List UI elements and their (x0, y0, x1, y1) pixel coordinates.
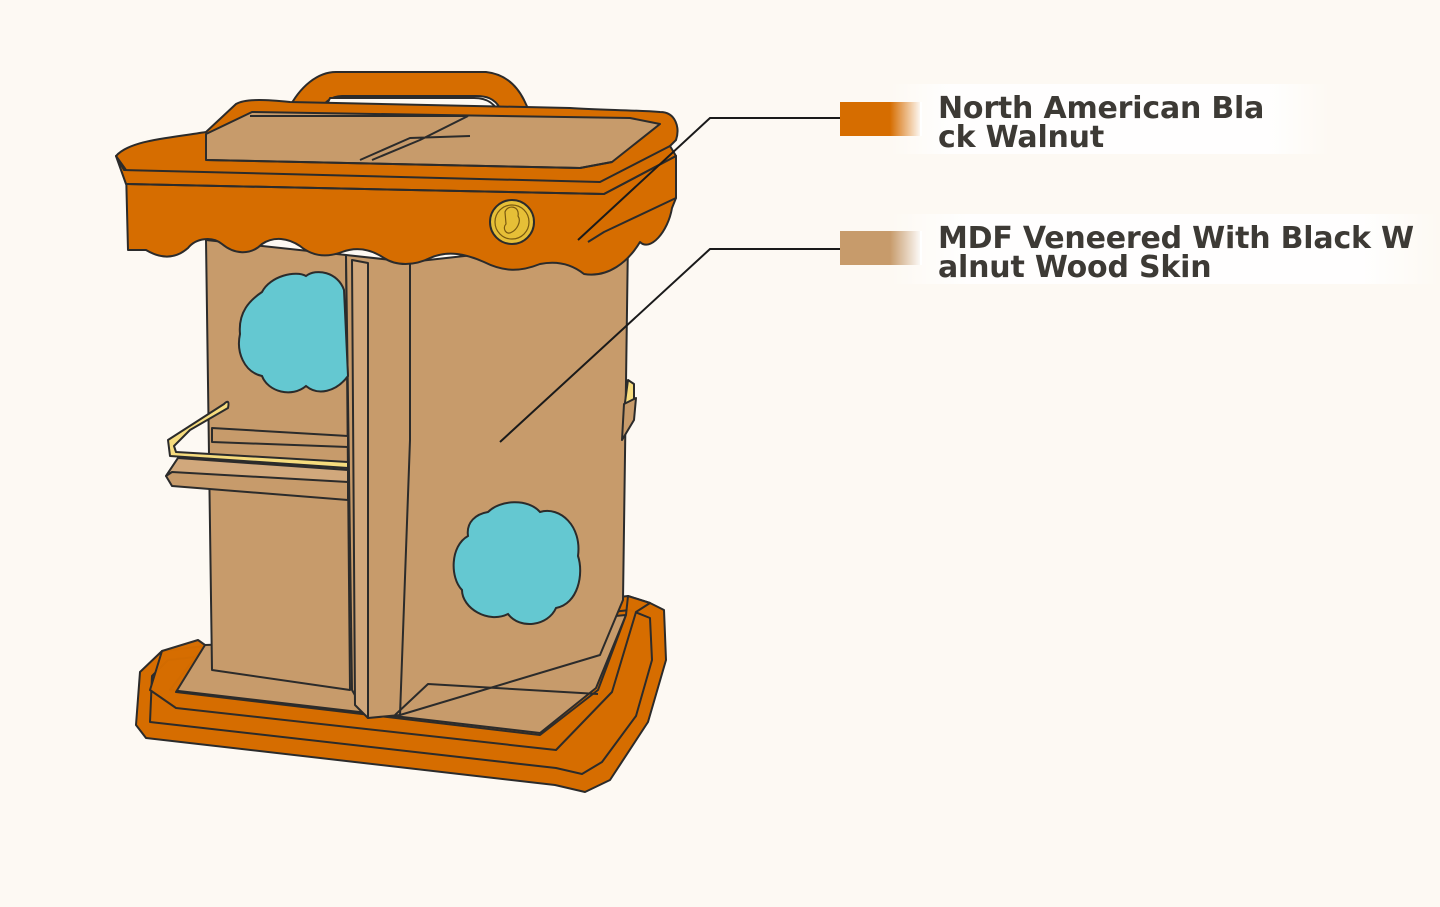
legend-item-walnut: North American Bla ck Walnut (840, 84, 1330, 154)
side-shelf (165, 379, 637, 501)
legend-highlight (890, 214, 1440, 284)
walnut-color-swatch (840, 102, 922, 136)
top-handle-tray (115, 71, 679, 276)
leader-line-walnut (577, 117, 840, 241)
legend-label-mdf-line2: alnut Wood Skin (938, 250, 1212, 285)
legend-label-walnut-line1: North American Bla (938, 91, 1265, 126)
quatrefoil-cutouts (238, 271, 582, 626)
legend-label-walnut-line2: ck Walnut (938, 120, 1104, 155)
mdf-color-swatch (840, 231, 922, 265)
legend-label-mdf: MDF Veneered With Black W alnut Wood Ski… (938, 221, 1414, 285)
legend-label-walnut: North American Bla ck Walnut (938, 91, 1265, 155)
leader-line-mdf (499, 248, 840, 443)
legend-item-mdf: MDF Veneered With Black W alnut Wood Ski… (840, 214, 1440, 284)
leader-lines (499, 117, 840, 443)
legend-label-mdf-line1: MDF Veneered With Black W (938, 221, 1414, 256)
legend-highlight (890, 84, 1330, 154)
